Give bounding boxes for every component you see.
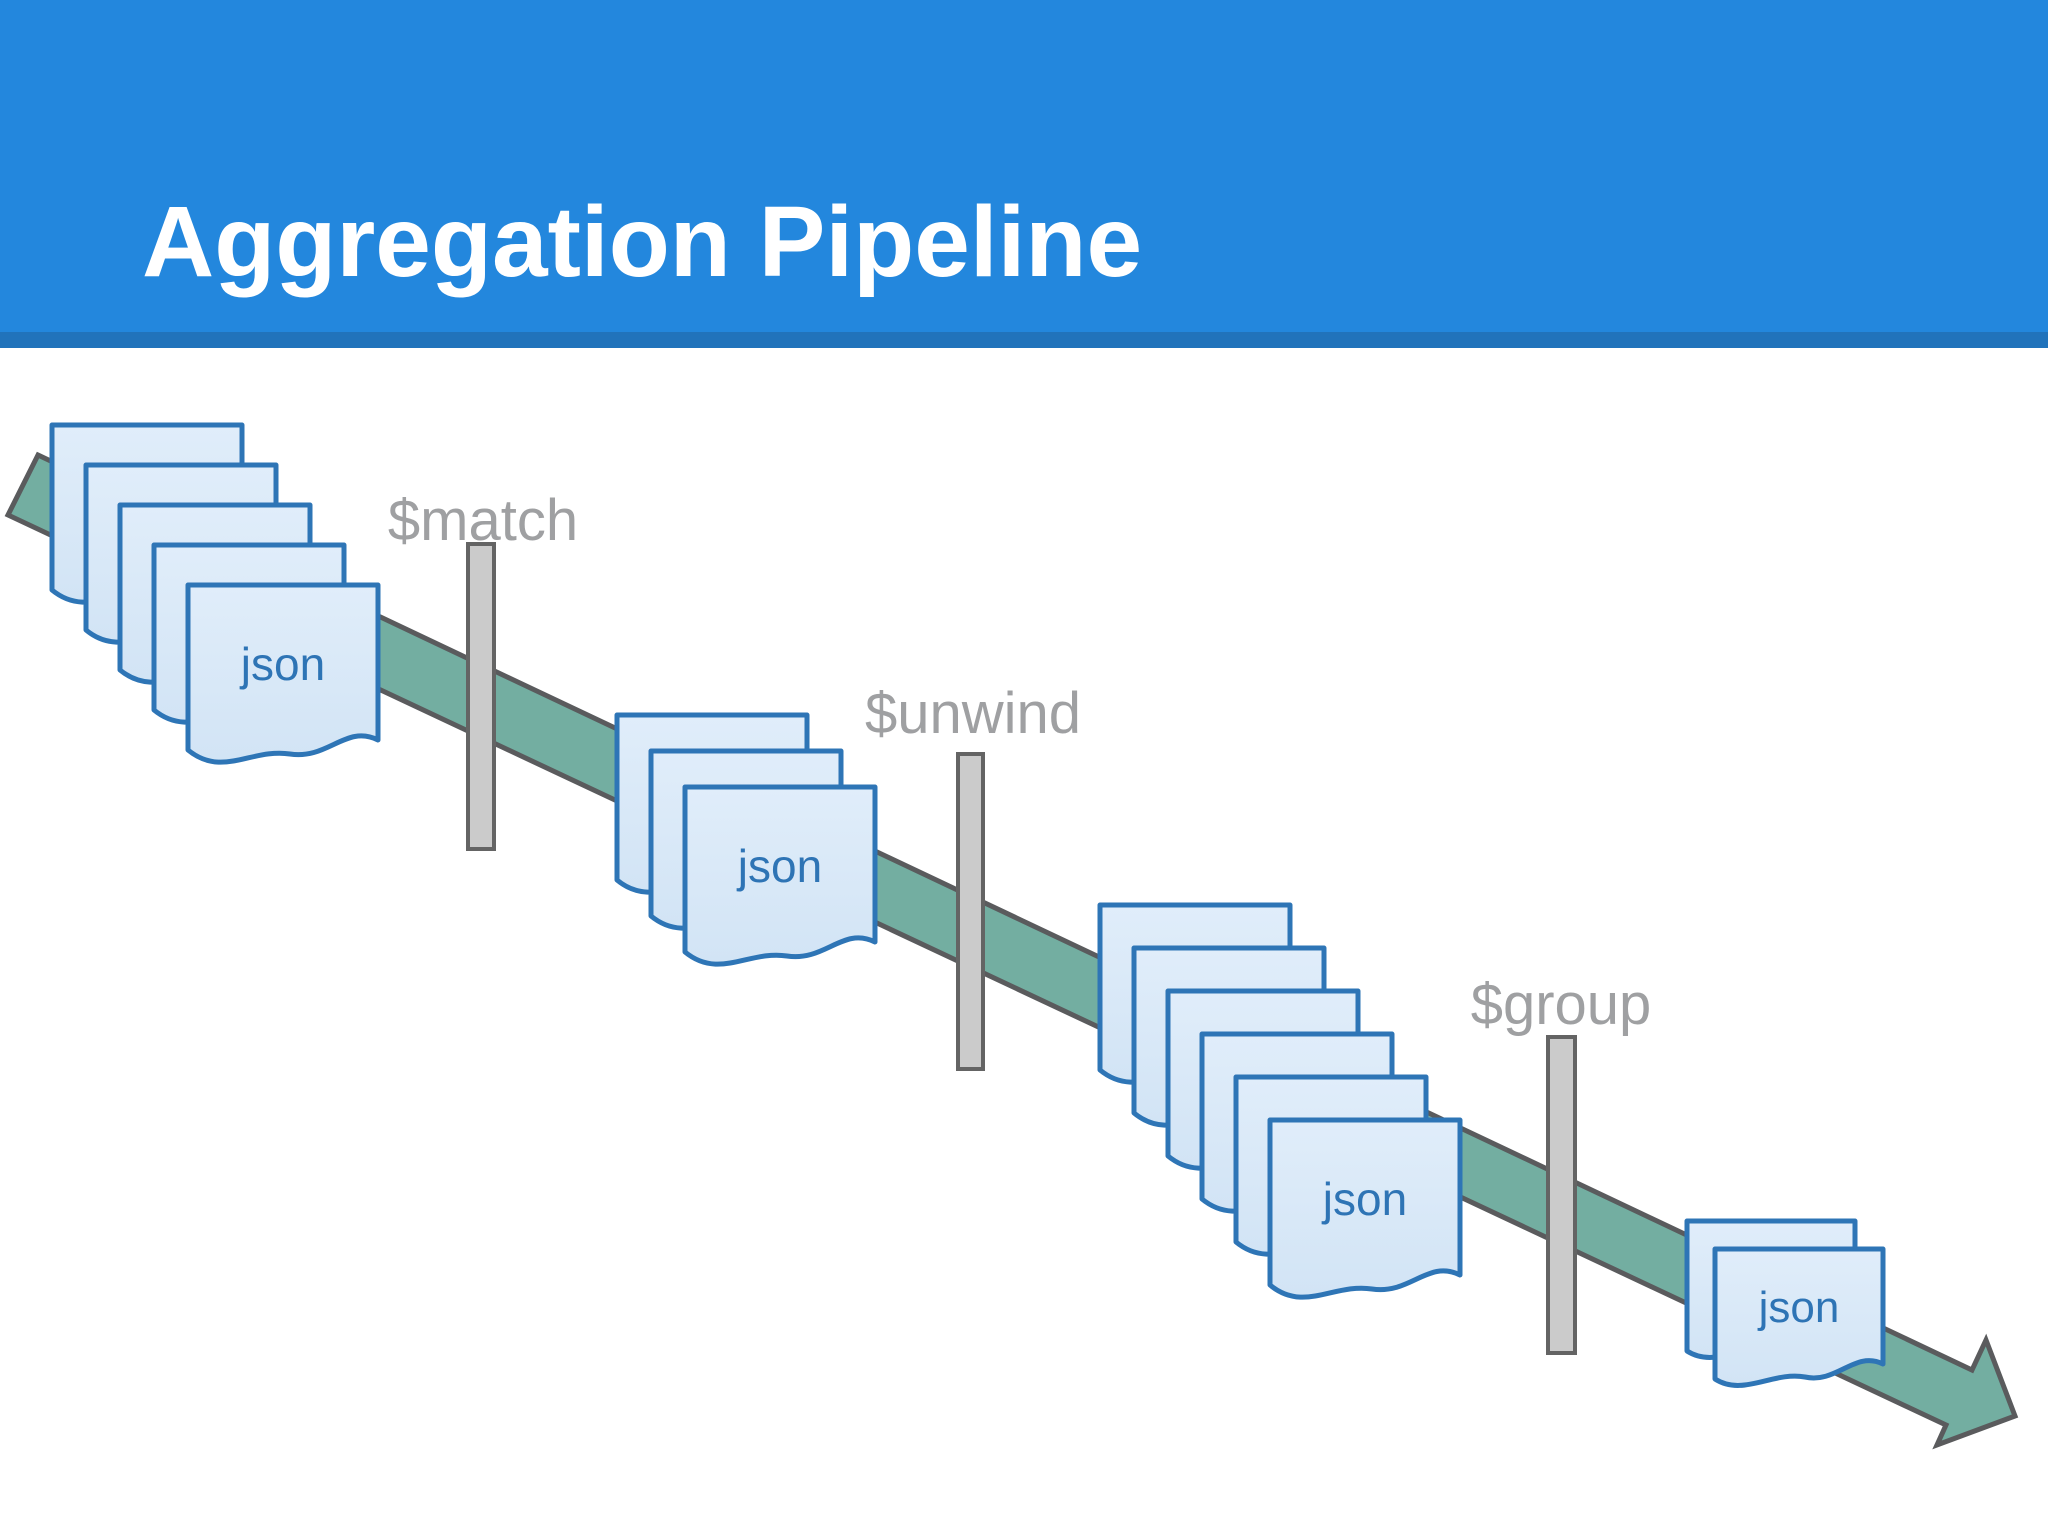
document-label: json bbox=[239, 638, 325, 690]
slide-header-strip bbox=[0, 332, 2048, 348]
document-stack-after-match: json bbox=[617, 715, 875, 964]
match-stage-label: $match bbox=[388, 488, 578, 553]
document-stack-after-unwind: json bbox=[1100, 905, 1460, 1297]
match-stage-bar bbox=[466, 542, 496, 851]
document-label: json bbox=[1757, 1283, 1840, 1332]
unwind-stage-label: $unwind bbox=[865, 681, 1081, 746]
group-stage-label: $group bbox=[1471, 972, 1652, 1037]
slide-header-band bbox=[0, 0, 2048, 332]
unwind-stage-bar bbox=[956, 752, 985, 1071]
group-stage-bar bbox=[1546, 1035, 1577, 1355]
document-label: json bbox=[1321, 1173, 1407, 1225]
document-stack-input: json bbox=[52, 425, 378, 762]
document-label: json bbox=[736, 840, 822, 892]
document-stack-output: json bbox=[1687, 1221, 1883, 1385]
page-title: Aggregation Pipeline bbox=[142, 186, 1143, 298]
